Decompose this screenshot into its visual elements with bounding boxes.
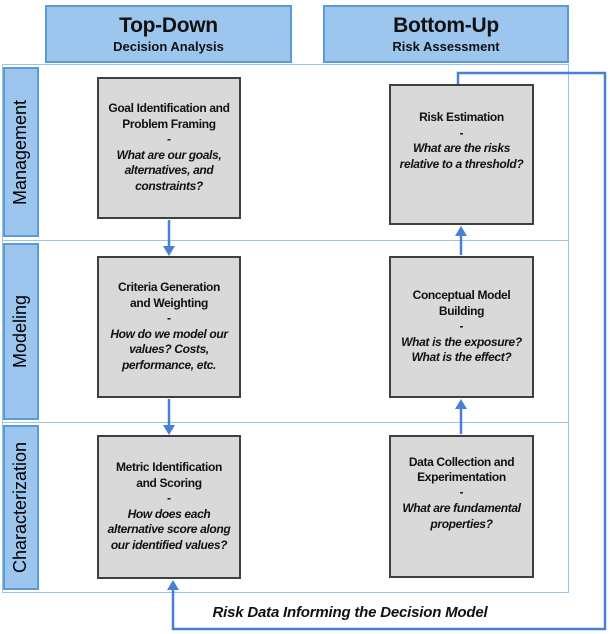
process-title: Goal Identification and Problem Framing	[108, 101, 230, 131]
process-title: Data Collection and Experimentation	[408, 454, 515, 485]
separator-dash: -	[167, 311, 171, 326]
column-subtitle: Decision Analysis	[113, 39, 224, 55]
column-title: Bottom-Up	[393, 13, 499, 37]
process-title: Criteria Generation and Weighting	[117, 280, 221, 310]
process-question: What are our goals, alternatives, and co…	[116, 147, 222, 193]
process-question: How do we model our values? Costs, perfo…	[110, 326, 228, 372]
row-label-management: Management	[3, 67, 39, 237]
column-header-top-down: Top-Down Decision Analysis	[45, 5, 292, 63]
process-box-data-collection: Data Collection and Experimentation - Wh…	[389, 435, 534, 578]
column-header-bottom-up: Bottom-Up Risk Assessment	[323, 5, 569, 63]
row-label-text: Management	[10, 99, 31, 205]
separator-dash: -	[459, 485, 464, 500]
process-title: Risk Estimation	[419, 110, 504, 125]
separator-dash: -	[459, 318, 464, 333]
row-label-text: Characterization	[10, 441, 31, 574]
column-title: Top-Down	[119, 13, 218, 37]
process-box-goal-identification: Goal Identification and Problem Framing …	[97, 77, 241, 219]
process-box-criteria-generation: Criteria Generation and Weighting - How …	[97, 256, 241, 398]
process-box-risk-estimation: Risk Estimation - What are the risks rel…	[389, 84, 534, 225]
feedback-loop-label: Risk Data Informing the Decision Model	[212, 604, 488, 621]
separator-dash: -	[167, 132, 171, 147]
process-box-conceptual-model-building: Conceptual Model Building - What is the …	[389, 256, 534, 398]
row-label-text: Modeling	[10, 294, 31, 369]
process-question: What is the exposure? What is the effect…	[401, 334, 522, 365]
separator-dash: -	[167, 491, 171, 506]
separator-dash: -	[459, 125, 464, 140]
row-label-modeling: Modeling	[3, 243, 39, 420]
process-title: Metric Identification and Scoring	[116, 460, 222, 490]
process-question: How does each alternative score along ou…	[107, 506, 231, 552]
process-box-metric-identification: Metric Identification and Scoring - How …	[97, 435, 241, 579]
process-title: Conceptual Model Building	[412, 288, 511, 318]
process-question: What are fundamental properties?	[402, 501, 521, 531]
column-subtitle: Risk Assessment	[392, 39, 500, 55]
row-label-characterization: Characterization	[3, 425, 39, 590]
process-question: What are the risks relative to a thresho…	[399, 141, 524, 171]
